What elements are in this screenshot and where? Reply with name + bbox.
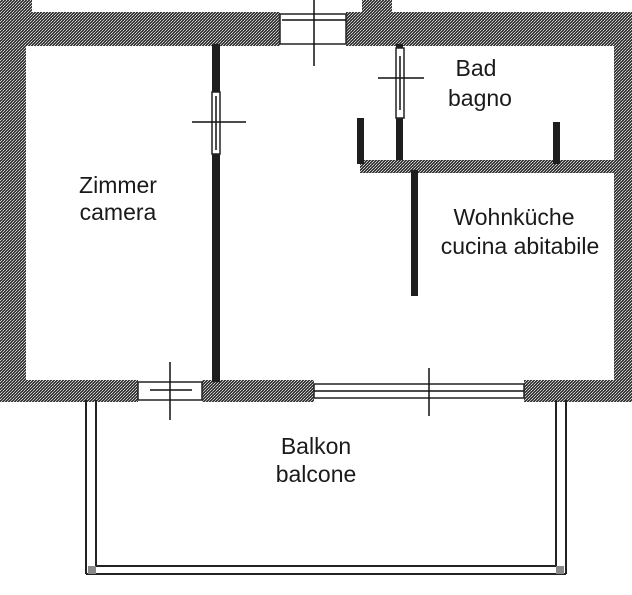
wohnkueche-label-it: cucina abitabile [441, 233, 600, 259]
outer-walls [0, 0, 632, 402]
wall-bottom-left [0, 380, 138, 402]
wall-zimmer-partition [212, 44, 220, 382]
balkon-label-de: Balkon [281, 433, 351, 459]
entrance-opening [279, 13, 347, 45]
wall-bath-stub-right [553, 122, 560, 164]
wall-bath-stub-left [357, 118, 364, 164]
wall-top-left [0, 12, 280, 46]
room-labels: Zimmer camera Bad bagno Wohnküche cucina… [79, 55, 599, 487]
wohnkueche-label-de: Wohnküche [453, 204, 574, 230]
bad-label-de: Bad [456, 55, 497, 81]
zimmer-label-de: Zimmer [79, 172, 157, 198]
wall-top-left-stub [0, 0, 32, 14]
wall-left [0, 12, 26, 402]
bad-label-it: bagno [448, 85, 512, 111]
balkon-label-it: balcone [276, 461, 357, 487]
wall-right [614, 12, 632, 402]
wall-kitchen-partial [411, 170, 418, 296]
wall-bottom-middle [202, 380, 314, 402]
balcony-corner-left [88, 566, 96, 574]
wall-top-right [346, 12, 632, 46]
wall-bottom-right [524, 380, 632, 402]
wall-bath-bottom [360, 160, 614, 173]
balcony-corner-right [556, 566, 564, 574]
wall-top-mid-stub [362, 0, 392, 14]
balcony-outline [85, 400, 567, 575]
zimmer-label-it: camera [80, 199, 157, 225]
openings [137, 0, 525, 420]
